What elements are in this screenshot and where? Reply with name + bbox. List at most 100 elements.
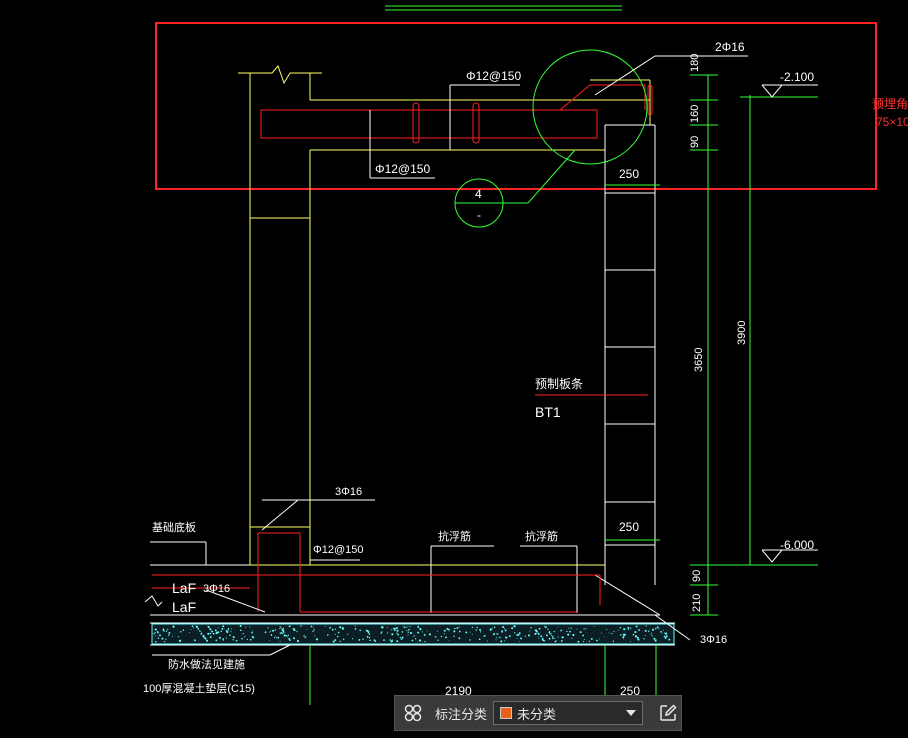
- gravel-speck: [225, 637, 228, 639]
- gravel-speck: [663, 635, 666, 638]
- gravel-speck: [354, 628, 357, 630]
- gravel-speck: [264, 631, 267, 634]
- gravel-speck: [582, 640, 585, 643]
- gravel-speck: [209, 636, 212, 639]
- gravel-speck: [207, 626, 210, 628]
- gravel-speck: [273, 637, 276, 639]
- gravel-speck: [549, 632, 551, 635]
- gravel-speck: [638, 629, 641, 631]
- annotation-toolbar: 标注分类 未分类: [394, 695, 682, 731]
- leader-lines: [152, 55, 748, 656]
- gravel-speck: [162, 629, 165, 632]
- gravel-speck: [403, 625, 405, 627]
- gravel-speck: [165, 638, 167, 640]
- gravel-speck: [458, 630, 461, 633]
- gravel-speck: [622, 636, 625, 639]
- gravel-speck: [418, 639, 422, 642]
- gravel-speck: [579, 631, 582, 634]
- grid-view-button[interactable]: [399, 699, 427, 727]
- gravel-speck: [612, 640, 615, 642]
- gravel-speck: [190, 628, 192, 631]
- gravel-speck: [407, 631, 409, 633]
- gravel-speck: [200, 633, 202, 635]
- gravel-speck: [453, 635, 455, 637]
- gravel-speck: [505, 636, 508, 639]
- gravel-speck: [401, 636, 404, 639]
- gravel-speck: [362, 638, 364, 640]
- edit-annotation-button[interactable]: [655, 700, 681, 726]
- gravel-speck: [469, 639, 471, 641]
- gravel-speck: [443, 629, 446, 632]
- gravel-speck: [271, 630, 274, 632]
- gravel-speck: [666, 635, 668, 638]
- elevation-markers: [761, 84, 818, 563]
- gravel-speck: [167, 635, 169, 637]
- gravel-speck: [393, 629, 396, 631]
- gravel-speck: [406, 630, 408, 632]
- gravel-speck: [572, 633, 575, 637]
- gravel-speck: [331, 628, 334, 631]
- gravel-speck: [192, 627, 195, 629]
- gravel-speck: [222, 639, 224, 641]
- gravel-speck: [601, 632, 602, 634]
- gravel-speck: [517, 633, 520, 636]
- gravel-speck: [229, 634, 231, 637]
- gravel-speck: [274, 629, 277, 631]
- chevron-down-icon: [626, 710, 636, 716]
- gravel-speck: [204, 637, 207, 640]
- gravel-speck: [516, 637, 518, 639]
- gravel-speck: [608, 632, 610, 634]
- gravel-speck: [159, 634, 161, 637]
- gravel-speck: [230, 628, 232, 630]
- gravel-speck: [648, 630, 650, 632]
- gravel-speck: [495, 637, 497, 639]
- gravel-speck: [547, 628, 549, 630]
- gravel-speck: [419, 628, 422, 631]
- gravel-speck: [577, 640, 580, 643]
- gravel-speck: [448, 630, 450, 632]
- gravel-speck: [655, 627, 657, 630]
- gravel-speck: [279, 626, 281, 628]
- gravel-speck: [381, 626, 384, 629]
- gravel-speck: [551, 635, 553, 636]
- gravel-speck: [313, 629, 315, 631]
- gravel-speck: [664, 632, 666, 634]
- gravel-speck: [177, 636, 179, 638]
- gravel-speck: [342, 638, 345, 641]
- gravel-speck: [627, 627, 630, 629]
- gravel-speck: [225, 629, 228, 632]
- gravel-speck: [407, 634, 409, 636]
- gravel-speck: [520, 637, 522, 640]
- gravel-speck: [200, 632, 203, 634]
- gravel-speck: [458, 626, 460, 628]
- gravel-speck: [168, 634, 170, 636]
- gravel-speck: [606, 629, 608, 630]
- gravel-speck: [448, 628, 450, 631]
- gravel-speck: [296, 639, 300, 643]
- gravel-speck: [211, 630, 213, 633]
- gravel-speck: [269, 640, 270, 641]
- gravel-speck: [443, 633, 445, 635]
- gravel-speck: [483, 634, 486, 637]
- gravel-speck: [235, 639, 238, 642]
- selection-highlight-box[interactable]: [155, 22, 877, 190]
- gravel-speck: [475, 629, 478, 631]
- gravel-speck: [286, 635, 288, 637]
- gravel-speck: [280, 632, 283, 634]
- gravel-speck: [221, 627, 224, 630]
- gravel-speck: [198, 628, 200, 630]
- gravel-speck: [222, 638, 225, 640]
- gravel-speck: [471, 626, 474, 629]
- gravel-speck: [538, 637, 540, 639]
- four-circles-icon: [404, 704, 422, 722]
- gravel-speck: [603, 636, 605, 637]
- gravel-speck: [315, 638, 319, 641]
- gravel-speck: [548, 637, 551, 640]
- gravel-speck: [583, 639, 585, 640]
- gravel-speck: [227, 627, 230, 630]
- gravel-speck: [561, 641, 563, 643]
- gravel-speck: [417, 625, 419, 627]
- gravel-speck: [645, 635, 646, 636]
- annotation-category-dropdown[interactable]: 未分类: [493, 701, 643, 725]
